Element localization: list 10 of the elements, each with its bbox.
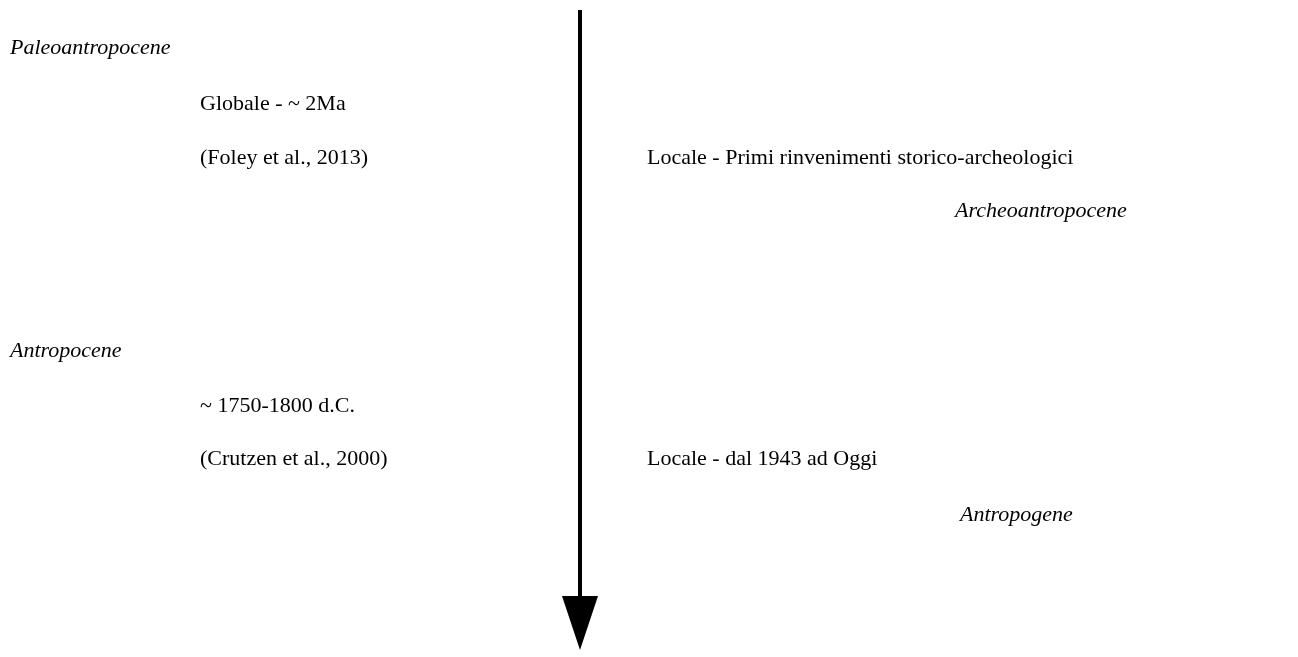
date-text: Globale - ~ 2Ma (200, 90, 346, 116)
citation-text: (Foley et al., 2013) (200, 144, 369, 170)
citation-text: (Crutzen et al., 2000) (200, 445, 388, 471)
date-text: ~ 1750-1800 d.C. (200, 392, 355, 418)
era-name: Paleoantropocene (10, 34, 171, 60)
era-name: Antropocene (10, 337, 122, 363)
era-name: Antropogene (960, 501, 1073, 527)
era-name: Archeoantropocene (955, 197, 1127, 223)
note-text: Locale - dal 1943 ad Oggi (647, 445, 878, 471)
note-text: Locale - Primi rinvenimenti storico-archeologici (647, 144, 1074, 170)
